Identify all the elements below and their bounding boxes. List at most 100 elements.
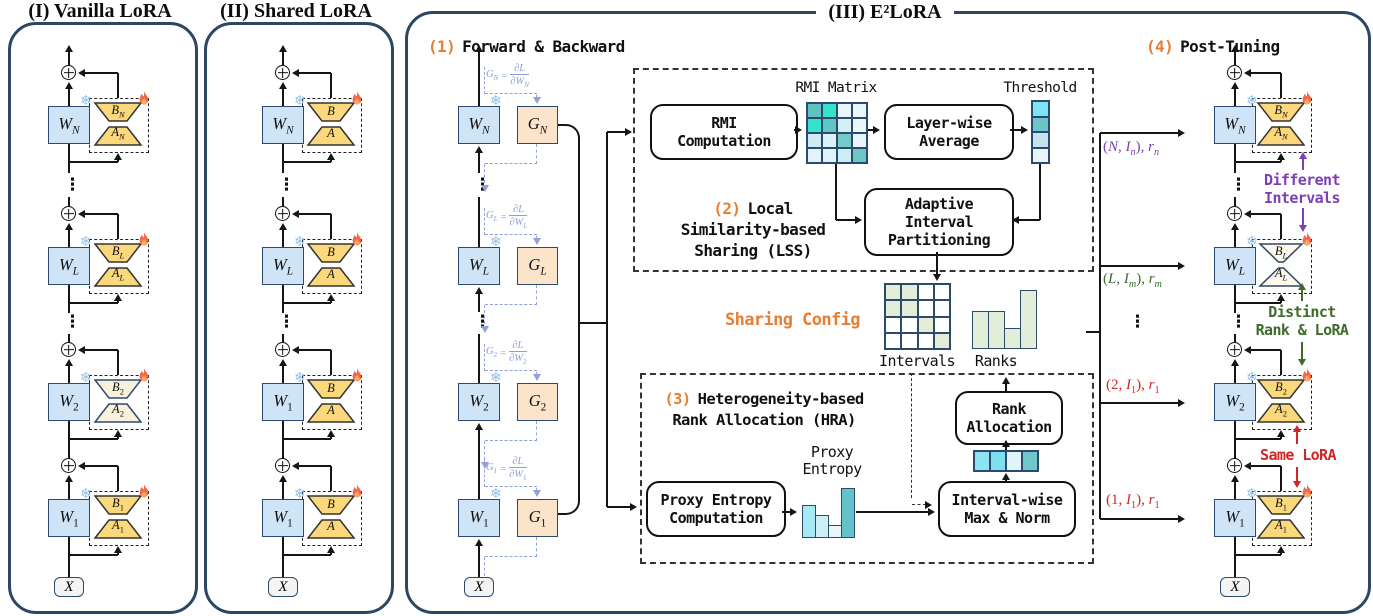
arrowhead — [64, 223, 73, 230]
rank-strip-cell — [1006, 451, 1022, 471]
interval-cell — [917, 316, 934, 333]
fire-icon — [137, 484, 151, 500]
lora-trapezoids — [93, 102, 143, 146]
connector-line — [1086, 331, 1100, 333]
connector-line-dashed — [912, 504, 926, 505]
fire-icon — [350, 232, 364, 248]
lora-trapezoids — [93, 243, 143, 287]
connector-line — [1234, 197, 1236, 207]
section-heading-post-tuning: (4)Post-Tuning — [1146, 37, 1280, 56]
arrowhead — [1178, 128, 1185, 137]
arrowhead — [292, 461, 299, 470]
section-number: (1) — [428, 37, 456, 56]
matrix-cell — [807, 103, 822, 118]
connector-line-dashed — [911, 373, 912, 498]
connector-line — [68, 439, 70, 459]
arrowhead — [630, 502, 637, 511]
connector-line — [117, 159, 119, 162]
connector-line — [282, 480, 284, 499]
connector-line — [1280, 159, 1282, 162]
panel-vanilla-lora — [8, 22, 198, 614]
fire-icon — [352, 484, 362, 498]
section-heading-lss: (2)Local Similarity-based Sharing (LSS) — [680, 199, 826, 260]
connector-line — [1235, 438, 1281, 440]
connector-line — [1235, 161, 1281, 163]
matrix-cell — [822, 118, 837, 133]
connector-line — [1234, 303, 1236, 313]
snowflake-icon: ❄ — [490, 486, 502, 502]
connector-line — [68, 228, 70, 247]
fire-icon — [137, 368, 151, 384]
arrowhead — [532, 97, 541, 104]
connector-line-dashed — [485, 486, 537, 487]
interval-cell — [901, 284, 918, 301]
lora-trapezoids — [306, 102, 356, 146]
arrowhead — [928, 507, 935, 516]
matrix-cell — [852, 103, 867, 118]
arrowhead — [474, 423, 483, 430]
lora-trapezoids — [1256, 379, 1306, 423]
w-box: WL — [262, 247, 304, 285]
connector-line — [84, 349, 118, 351]
x-box: X — [268, 577, 298, 597]
connector-line — [478, 429, 480, 499]
connector-line — [1280, 350, 1282, 375]
arrowhead — [1292, 481, 1301, 488]
w-box: W1 — [1214, 499, 1256, 537]
w-box: WL — [458, 247, 500, 285]
proxy-entropy-bar — [841, 488, 855, 538]
matrix-cell — [822, 133, 837, 148]
ellipsis-dots: ⋮ — [64, 312, 81, 332]
connector-line — [69, 302, 118, 304]
arrowhead — [1244, 461, 1251, 470]
connector-line — [282, 144, 284, 162]
connector-line — [478, 545, 480, 577]
a-matrix-label: AL — [111, 266, 125, 283]
arrowhead — [113, 153, 122, 160]
arrowhead — [78, 209, 85, 218]
connector-line — [282, 555, 284, 577]
a-matrix-label: A2 — [1275, 402, 1287, 419]
connector-line — [607, 131, 627, 133]
connector-line — [478, 152, 480, 173]
connector-line — [1234, 421, 1236, 439]
b-matrix-label: BL — [111, 244, 125, 261]
g-box: GN — [517, 106, 558, 144]
lora-adapter — [1256, 379, 1306, 423]
connector-line — [1280, 73, 1282, 98]
rank-strip-cell — [990, 451, 1006, 471]
arrowhead — [532, 374, 541, 381]
connector-line-dashed — [536, 537, 537, 557]
connector-line — [1005, 381, 1007, 391]
connector-line — [282, 334, 284, 343]
connector-line — [936, 252, 938, 278]
fire-icon — [1300, 484, 1314, 500]
b-matrix-label: BN — [1274, 103, 1288, 120]
lora-adapter — [306, 379, 356, 423]
connector-line — [1010, 129, 1024, 131]
arrowhead — [1244, 345, 1251, 354]
connector-line — [1234, 364, 1236, 383]
matrix-cell — [852, 118, 867, 133]
annotation-distinct-rank-lora: Distinct Rank & LoRA — [1255, 303, 1349, 339]
matrix-cell — [837, 103, 852, 118]
w-box: WN — [262, 106, 304, 144]
b-matrix-label: B — [327, 245, 335, 259]
intervals-grid — [884, 283, 951, 350]
section-number: (4) — [1146, 37, 1174, 56]
a-matrix-label: A — [327, 403, 335, 417]
b-matrix-label: BL — [1274, 244, 1288, 261]
panel-title-vanilla: (I) Vanilla LoRA — [8, 0, 192, 22]
snowflake-icon: ❄ — [1246, 93, 1258, 109]
lora-adapter — [306, 102, 356, 146]
arrowhead — [1276, 546, 1285, 553]
connector-line — [1234, 285, 1236, 303]
threshold-cell — [1032, 132, 1049, 148]
w-box: W2 — [1214, 383, 1256, 421]
ellipsis-dots: ⋮ — [64, 175, 81, 195]
g-box: G1 — [517, 499, 558, 537]
arrowhead — [64, 475, 73, 482]
lora-trapezoids — [306, 379, 356, 423]
interval-cell — [885, 284, 902, 301]
connector-line — [836, 219, 858, 221]
